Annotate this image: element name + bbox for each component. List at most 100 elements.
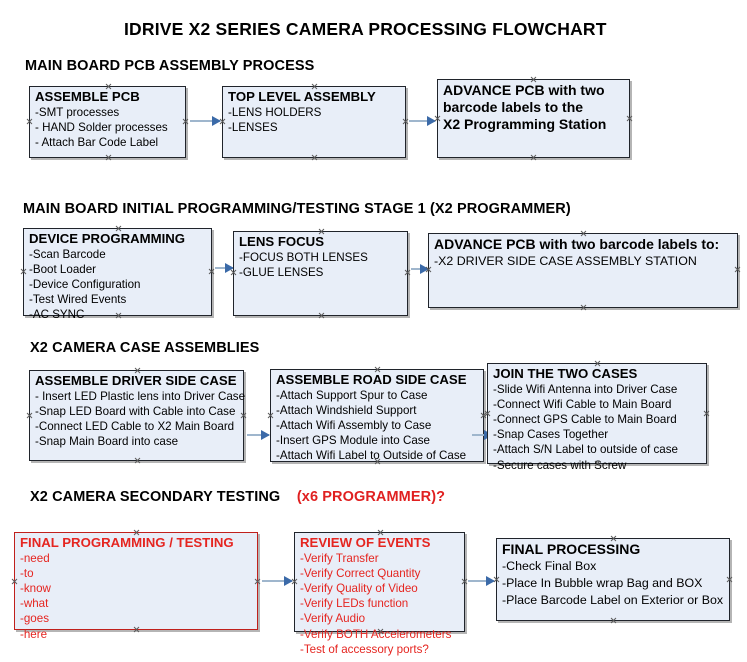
connection-handle-bottom[interactable] bbox=[530, 154, 537, 161]
connection-handle-left[interactable] bbox=[26, 412, 33, 419]
node-line: -X2 DRIVER SIDE CASE ASSEMBLY STATION bbox=[434, 254, 697, 268]
node-lens-focus[interactable]: LENS FOCUS -FOCUS BOTH LENSES -GLUE LENS… bbox=[233, 231, 408, 316]
connection-handle-right[interactable] bbox=[402, 118, 409, 125]
node-line: -goes bbox=[20, 612, 50, 626]
node-assemble-road-side-case[interactable]: ASSEMBLE ROAD SIDE CASE -Attach Support … bbox=[270, 369, 484, 462]
connection-handle-right[interactable] bbox=[461, 578, 468, 585]
node-join-the-two-cases[interactable]: JOIN THE TWO CASES -Slide Wifi Antenna i… bbox=[484, 363, 710, 472]
node-line: barcode labels to the bbox=[443, 99, 584, 115]
node-line: -Connect GPS Cable to Main Board bbox=[493, 412, 677, 426]
connection-handle-left[interactable] bbox=[26, 118, 33, 125]
connection-handle-right[interactable] bbox=[240, 412, 247, 419]
node-line: -Check Final Box bbox=[502, 559, 597, 573]
connection-handle-left[interactable] bbox=[484, 410, 491, 417]
connection-handle-right[interactable] bbox=[254, 578, 261, 585]
connection-handle-left[interactable] bbox=[20, 268, 27, 275]
node-line: -Snap LED Board with Cable into Case bbox=[35, 404, 236, 418]
node-device-programming[interactable]: DEVICE PROGRAMMING -Scan Barcode -Boot L… bbox=[20, 228, 215, 321]
node-line: - Attach Bar Code Label bbox=[35, 135, 159, 149]
node-line: -Insert GPS Module into Case bbox=[276, 434, 431, 448]
connection-handle-bottom[interactable] bbox=[318, 312, 325, 319]
arrow-head-icon bbox=[212, 116, 221, 126]
node-line: -Place In Bubble wrap Bag and BOX bbox=[502, 576, 703, 590]
node-review-of-events[interactable]: REVIEW OF EVENTS -Verify Transfer -Verif… bbox=[294, 532, 468, 656]
connection-handle-bottom[interactable] bbox=[580, 304, 587, 311]
page-title: IDRIVE X2 SERIES CAMERA PROCESSING FLOWC… bbox=[124, 19, 607, 39]
node-top-level-assembly[interactable]: TOP LEVEL ASSEMBLY -LENS HOLDERS -LENSES bbox=[222, 86, 406, 158]
node-header: JOIN THE TWO CASES bbox=[493, 366, 638, 381]
node-line: - HAND Solder processes bbox=[35, 120, 168, 134]
node-line: -Attach S/N Label to outside of case bbox=[493, 443, 678, 457]
node-header: LENS FOCUS bbox=[239, 234, 324, 249]
node-advance-pcb-to-programming-station[interactable]: ADVANCE PCB with two barcode labels to t… bbox=[437, 79, 630, 158]
section-heading-text: X2 CAMERA CASE ASSEMBLIES bbox=[30, 340, 260, 356]
connection-handle-left[interactable] bbox=[267, 412, 274, 419]
node-line: -GLUE LENSES bbox=[239, 265, 324, 279]
node-line: -LENSES bbox=[228, 120, 278, 134]
connection-handle-right[interactable] bbox=[626, 115, 633, 122]
node-header: TOP LEVEL ASSEMBLY bbox=[228, 89, 376, 104]
node-line: -what bbox=[20, 597, 49, 611]
connection-handle-right[interactable] bbox=[208, 268, 215, 275]
node-final-programming-testing[interactable]: FINAL PROGRAMMING / TESTING -need -to -k… bbox=[11, 532, 261, 641]
connection-handle-right[interactable] bbox=[703, 410, 710, 417]
connection-handle-right[interactable] bbox=[404, 269, 411, 276]
node-line: -AC SYNC bbox=[29, 308, 85, 322]
node-header: FINAL PROCESSING bbox=[502, 541, 641, 557]
node-line: -Verify Quality of Video bbox=[300, 581, 418, 595]
node-line: -Device Configuration bbox=[29, 277, 141, 291]
connection-handle-bottom[interactable] bbox=[610, 617, 617, 624]
node-line: -Verify LEDs function bbox=[300, 597, 409, 611]
connection-handle-right[interactable] bbox=[182, 118, 189, 125]
node-line: -here bbox=[20, 627, 48, 641]
connection-handle-bottom[interactable] bbox=[134, 457, 141, 464]
section-heading-text: MAIN BOARD PCB ASSEMBLY PROCESS bbox=[25, 58, 315, 74]
connector-top-level-to-advance-pcb bbox=[409, 116, 436, 126]
section-heading-main-board-pcb-assembly: MAIN BOARD PCB ASSEMBLY PROCESS bbox=[25, 58, 314, 74]
node-line-overflow: -Test of accessory ports? bbox=[300, 642, 429, 656]
connector-lens-focus-to-advance-pcb bbox=[411, 264, 429, 274]
connection-handle-bottom[interactable] bbox=[105, 154, 112, 161]
node-final-processing[interactable]: FINAL PROCESSING -Check Final Box -Place… bbox=[496, 538, 730, 621]
node-line: -Boot Loader bbox=[29, 262, 97, 276]
connector-device-programming-to-lens-focus bbox=[215, 263, 234, 273]
node-header: ASSEMBLE ROAD SIDE CASE bbox=[276, 372, 467, 387]
connection-handle-right[interactable] bbox=[726, 576, 733, 583]
section-heading-red-note: (x6 PROGRAMMER)? bbox=[296, 489, 446, 505]
connection-handle-bottom[interactable] bbox=[311, 154, 318, 161]
connector-driver-side-to-road-side bbox=[247, 430, 270, 440]
node-line: -to bbox=[20, 566, 34, 580]
node-header: ADVANCE PCB with two bbox=[443, 82, 605, 98]
arrow-head-icon bbox=[284, 576, 293, 586]
connection-handle-left[interactable] bbox=[11, 578, 18, 585]
connection-handle-right[interactable] bbox=[734, 266, 741, 273]
node-advance-pcb-to-driver-side-case[interactable]: ADVANCE PCB with two barcode labels to: … bbox=[428, 233, 738, 308]
node-line: -Attach Support Spur to Case bbox=[276, 388, 428, 402]
node-line: -Attach Wifi Assembly to Case bbox=[276, 418, 432, 432]
node-line: -Connect Wifi Cable to Main Board bbox=[493, 397, 672, 411]
node-line: -need bbox=[20, 551, 50, 565]
connection-handle-right[interactable] bbox=[480, 412, 487, 419]
node-line: -Secure cases with Screw bbox=[493, 458, 627, 472]
node-header: REVIEW OF EVENTS bbox=[300, 535, 431, 550]
node-line: - Insert LED Plastic lens into Driver Ca… bbox=[35, 389, 246, 403]
node-header: ASSEMBLE PCB bbox=[35, 89, 140, 104]
node-header: DEVICE PROGRAMMING bbox=[29, 231, 186, 246]
section-heading-text: MAIN BOARD INITIAL PROGRAMMING/TESTING S… bbox=[23, 201, 571, 217]
connector-assemble-pcb-to-top-level bbox=[190, 116, 221, 126]
node-line: -Scan Barcode bbox=[29, 247, 106, 261]
node-line: X2 Programming Station bbox=[443, 116, 607, 132]
node-header: FINAL PROGRAMMING / TESTING bbox=[20, 535, 234, 550]
node-line: -Test Wired Events bbox=[29, 293, 127, 307]
node-line: -FOCUS BOTH LENSES bbox=[239, 250, 368, 264]
node-assemble-driver-side-case[interactable]: ASSEMBLE DRIVER SIDE CASE - Insert LED P… bbox=[26, 370, 247, 464]
arrow-head-icon bbox=[420, 264, 429, 274]
arrow-head-icon bbox=[225, 263, 234, 273]
node-line: -LENS HOLDERS bbox=[228, 105, 322, 119]
arrow-head-icon bbox=[486, 576, 495, 586]
node-assemble-pcb[interactable]: ASSEMBLE PCB -SMT processes - HAND Solde… bbox=[29, 86, 186, 158]
node-line: -Snap Main Board into case bbox=[35, 435, 179, 449]
section-heading-x2-camera-secondary-testing: X2 CAMERA SECONDARY TESTING (x6 PROGRAMM… bbox=[30, 489, 445, 505]
node-line: -Verify Transfer bbox=[300, 551, 379, 565]
